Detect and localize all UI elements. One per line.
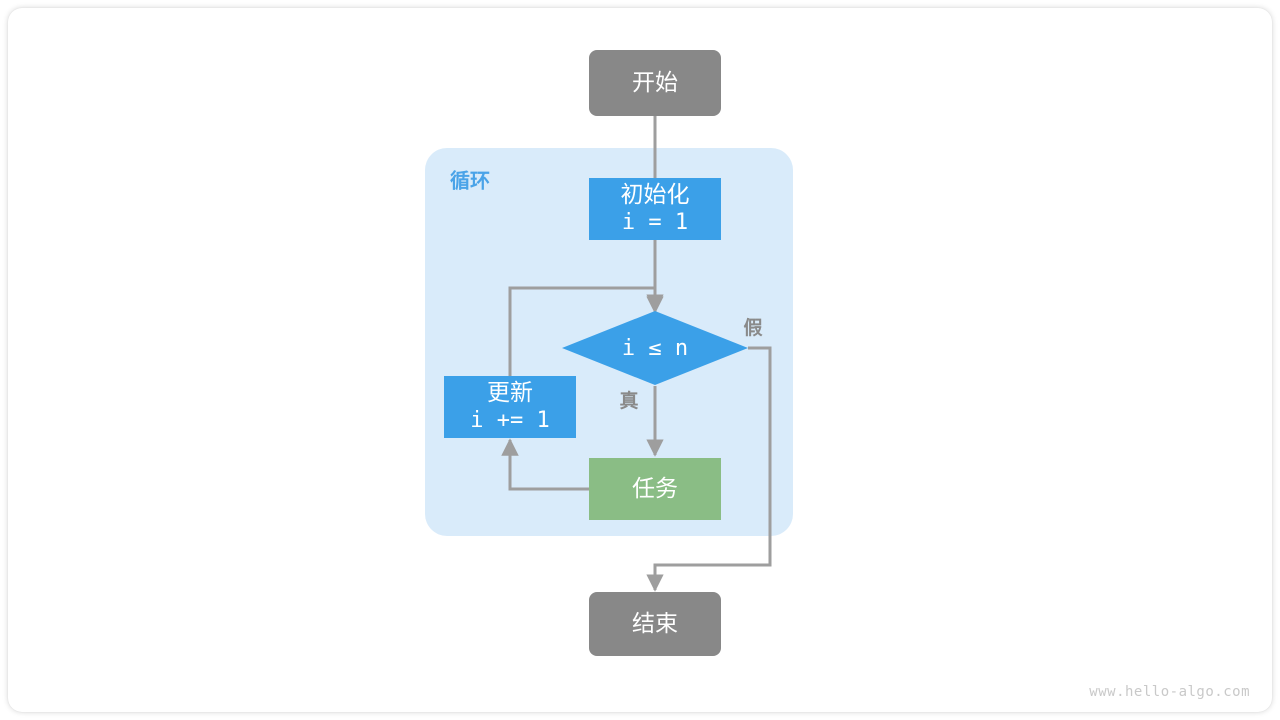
node-end-label: 结束: [632, 610, 678, 636]
edge-label-false: 假: [743, 316, 762, 339]
node-task[interactable]: 任务: [589, 458, 721, 520]
node-task-label: 任务: [632, 475, 678, 501]
edge-decision-false-to-end: [646, 346, 772, 592]
node-decision-label: i ≤ n: [622, 336, 688, 361]
node-start[interactable]: 开始: [589, 50, 721, 116]
node-end[interactable]: 结束: [589, 592, 721, 656]
node-init-label-line2: i = 1: [622, 210, 688, 235]
node-update-label-line1: 更新: [487, 379, 533, 405]
edge-task-to-update: [501, 438, 589, 491]
node-update-label-line2: i += 1: [470, 408, 549, 433]
node-init[interactable]: 初始化 i = 1: [589, 178, 721, 240]
watermark: www.hello-algo.com: [1089, 684, 1250, 700]
loop-group-label: 循环: [450, 168, 490, 192]
edge-update-to-decision: [508, 286, 664, 376]
node-start-label: 开始: [632, 69, 678, 95]
node-init-label-line1: 初始化: [621, 181, 690, 207]
edge-label-true: 真: [619, 389, 638, 412]
node-update[interactable]: 更新 i += 1: [444, 376, 576, 438]
node-decision[interactable]: i ≤ n: [562, 311, 748, 385]
